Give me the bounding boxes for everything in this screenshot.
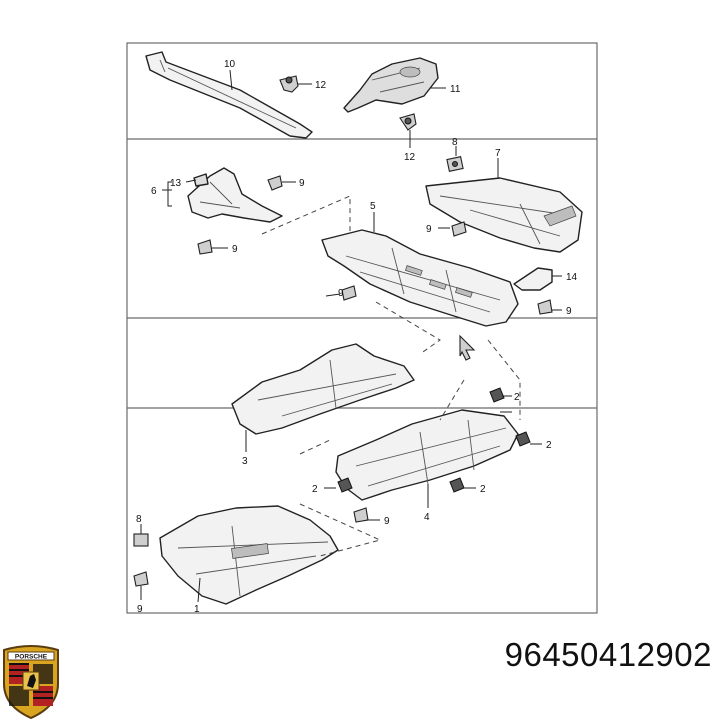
cursor-arrow-icon: [459, 334, 476, 361]
callout-2-c: 2: [312, 484, 318, 495]
callout-9-c: 9: [232, 244, 238, 255]
assembly-dashed-lines: [261, 195, 521, 557]
callout-1: 1: [194, 604, 200, 615]
fasteners-9-upper: [197, 175, 553, 315]
callout-9-d: 9: [566, 306, 572, 317]
callout-labels: 10 12 11 12 8 7 6 13 9 5 9 9 14 9 3 2 2 …: [136, 59, 578, 615]
callout-3: 3: [242, 456, 248, 467]
callout-9-a: 9: [299, 178, 305, 189]
callout-leader-lines: [140, 69, 562, 603]
part-6-bracket-assembly: [187, 167, 283, 223]
logo-wordmark: PORSCHE: [15, 654, 48, 661]
callout-9-f: 9: [338, 288, 344, 299]
callout-9-b: 9: [426, 224, 432, 235]
part-number: 96450412902: [504, 636, 712, 673]
diagram-frame: [126, 42, 598, 614]
callout-14: 14: [566, 272, 578, 283]
callout-5: 5: [370, 201, 376, 212]
callout-9-g: 9: [137, 604, 143, 615]
fasteners-lower: [133, 507, 369, 587]
callout-8-upper: 8: [452, 137, 458, 148]
callout-4: 4: [424, 512, 430, 523]
callout-13: 13: [170, 178, 182, 189]
part-10-crossmember-bracket: [145, 51, 313, 139]
part-8-nut-upper: [446, 156, 464, 172]
callout-7: 7: [495, 148, 501, 159]
porsche-crest-logo: PORSCHE: [3, 645, 59, 720]
callout-9-e: 9: [384, 516, 390, 527]
callout-11: 11: [450, 84, 461, 95]
callout-6: 6: [151, 186, 157, 197]
callout-2-d: 2: [480, 484, 486, 495]
part-14-bracket: [513, 267, 553, 291]
callout-10: 10: [224, 59, 236, 70]
callout-2-b: 2: [546, 440, 552, 451]
part-11-heat-shield: [343, 57, 439, 113]
part-12-clip-upper: [279, 75, 299, 93]
part-4-underbody-panel: [335, 409, 519, 501]
callout-12-lower: 12: [404, 152, 416, 163]
callout-8-lower: 8: [136, 514, 142, 525]
part-3-underbody-panel: [231, 343, 415, 435]
part-7-rear-underbody-panel: [425, 177, 583, 253]
part-5-center-underbody-tray: [321, 229, 519, 327]
part-12-clip-lower: [399, 113, 417, 131]
part-1-front-underbody-panel: [159, 505, 339, 605]
fasteners-2: [337, 387, 531, 493]
callout-2-a: 2: [514, 392, 520, 403]
callout-12-upper: 12: [315, 80, 327, 91]
